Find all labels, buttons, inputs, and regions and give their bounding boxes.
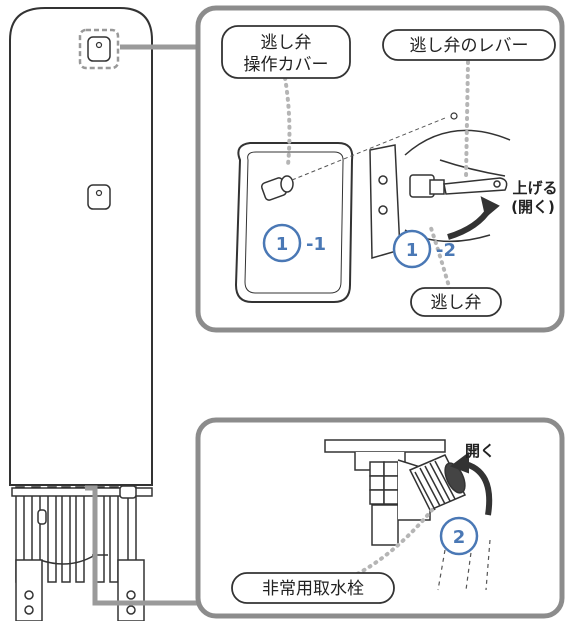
connector-bottom [85,485,200,606]
step-2-circle [439,516,479,556]
relief-valve-cover-box [87,36,111,62]
cover-knob [260,175,294,201]
operation-cover [234,142,354,303]
step-1-2-number: 1 [406,240,419,261]
step-1-2-suffix: -2 [436,240,456,261]
emergency-faucet-mechanism [324,439,446,546]
cover-highlight [78,28,120,70]
action-lift-open: (開く) [511,198,555,216]
label-box-valve [410,287,502,317]
water-heater-tank [9,7,153,486]
label-box-cover [221,25,351,79]
faucet-knob [408,454,467,511]
action-lift: 上げる [512,179,557,197]
label-lever: 逃し弁のレバー [410,36,529,56]
step-1-1-circle [262,223,302,263]
leader-faucet [343,508,434,582]
label-cover-line1: 逃し弁 [261,33,312,53]
step-1-1-number: 1 [276,234,289,255]
step-1-1-suffix: -1 [306,234,326,255]
label-relief-valve: 逃し弁 [431,293,482,313]
front-panel-box [87,184,111,210]
step-1-2-circle [392,229,432,269]
action-open: 開く [465,442,495,460]
tank-pipes [11,485,153,583]
leader-cover [283,76,292,167]
step-2-number: 2 [453,527,466,548]
leader-lever [464,60,470,180]
label-emergency-faucet: 非常用取水栓 [262,579,364,599]
relief-valve-mechanism [369,129,511,259]
label-cover-line2: 操作カバー [244,55,329,75]
label-box-faucet [231,572,395,604]
tank-stand [15,559,145,621]
leader-valve [428,223,452,292]
label-box-lever [382,29,556,61]
